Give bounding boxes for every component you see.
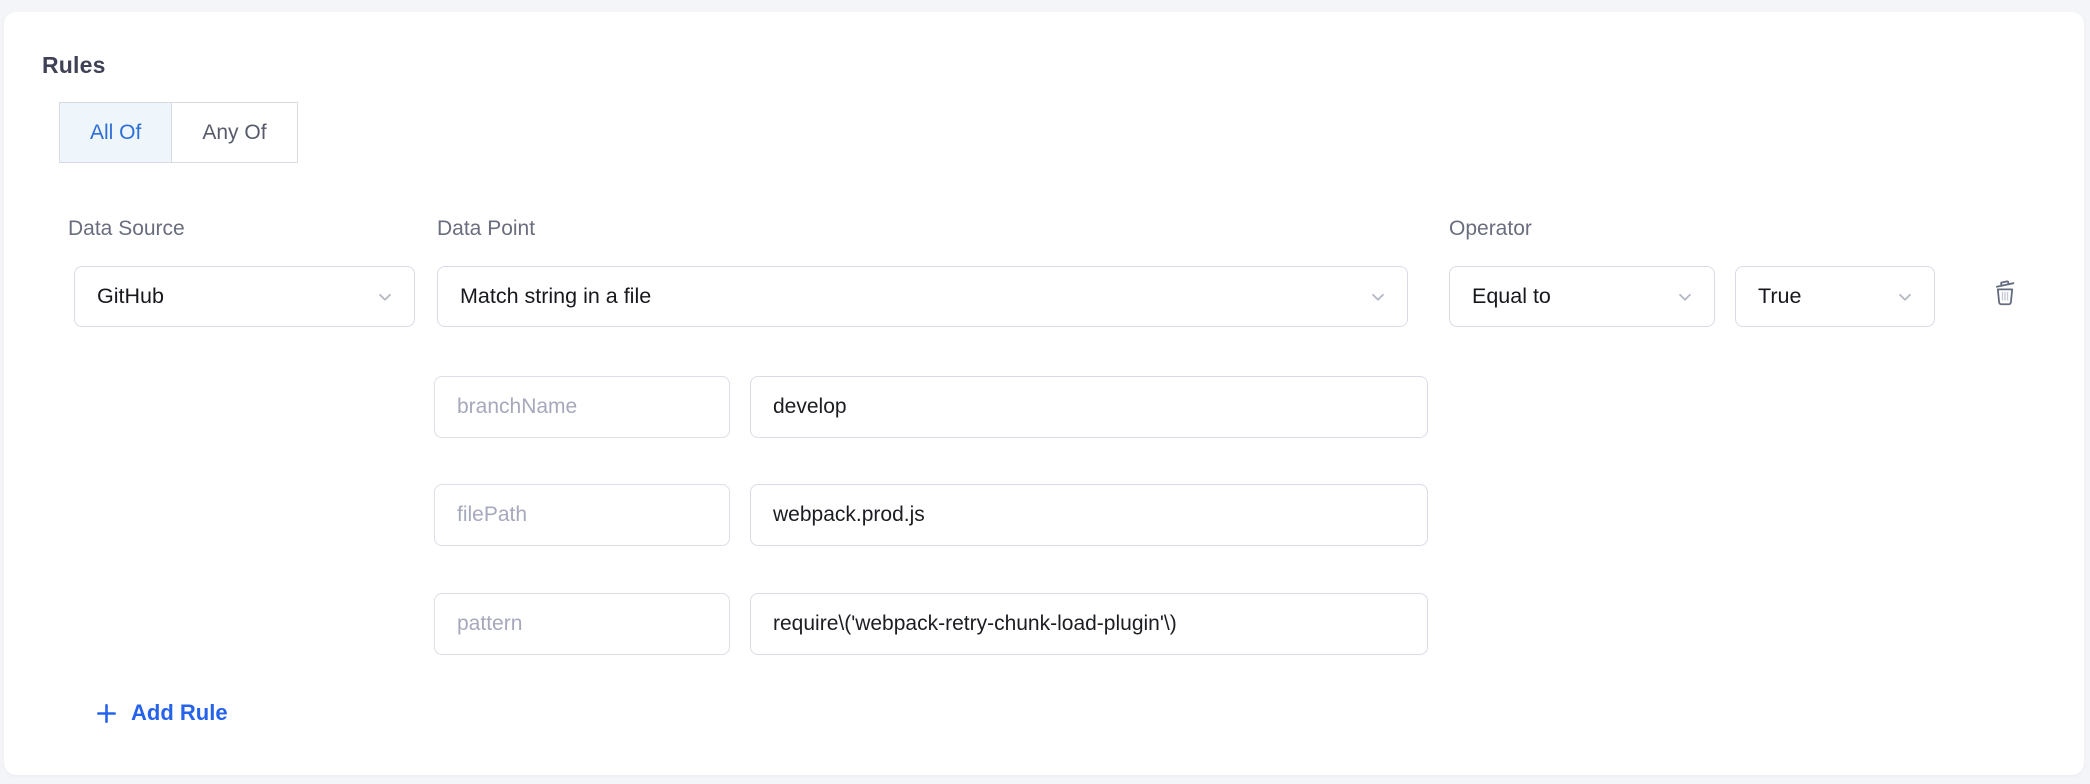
data-source-value: GitHub	[97, 284, 164, 308]
rules-card: Rules All Of Any Of Data Source Data Poi…	[4, 12, 2084, 775]
all-of-button[interactable]: All Of	[59, 102, 173, 163]
param-name-pattern	[434, 593, 730, 655]
expected-value-select[interactable]: True	[1735, 266, 1935, 327]
chevron-down-icon	[1369, 288, 1387, 306]
match-mode-toggle: All Of Any Of	[59, 102, 298, 163]
operator-label: Operator	[1449, 217, 1532, 240]
chevron-down-icon	[1896, 288, 1914, 306]
param-name-filepath	[434, 484, 730, 546]
plus-icon	[95, 702, 118, 725]
data-point-value: Match string in a file	[460, 284, 652, 308]
param-input-filepath[interactable]	[750, 484, 1428, 546]
trash-icon	[1987, 274, 2023, 315]
data-point-label: Data Point	[437, 217, 536, 240]
data-point-select[interactable]: Match string in a file	[437, 266, 1408, 327]
add-rule-button[interactable]: Add Rule	[95, 700, 228, 726]
data-source-label: Data Source	[68, 217, 185, 240]
rules-title: Rules	[42, 52, 106, 78]
chevron-down-icon	[376, 288, 394, 306]
data-source-select[interactable]: GitHub	[74, 266, 415, 327]
add-rule-label: Add Rule	[131, 700, 228, 725]
operator-select[interactable]: Equal to	[1449, 266, 1715, 327]
param-input-branchname[interactable]	[750, 376, 1428, 438]
any-of-button[interactable]: Any Of	[171, 102, 298, 163]
param-input-pattern[interactable]	[750, 593, 1428, 655]
delete-rule-button[interactable]	[1981, 270, 2029, 318]
param-name-branchname	[434, 376, 730, 438]
operator-value: Equal to	[1472, 284, 1551, 308]
chevron-down-icon	[1676, 288, 1694, 306]
expected-value: True	[1758, 284, 1802, 308]
